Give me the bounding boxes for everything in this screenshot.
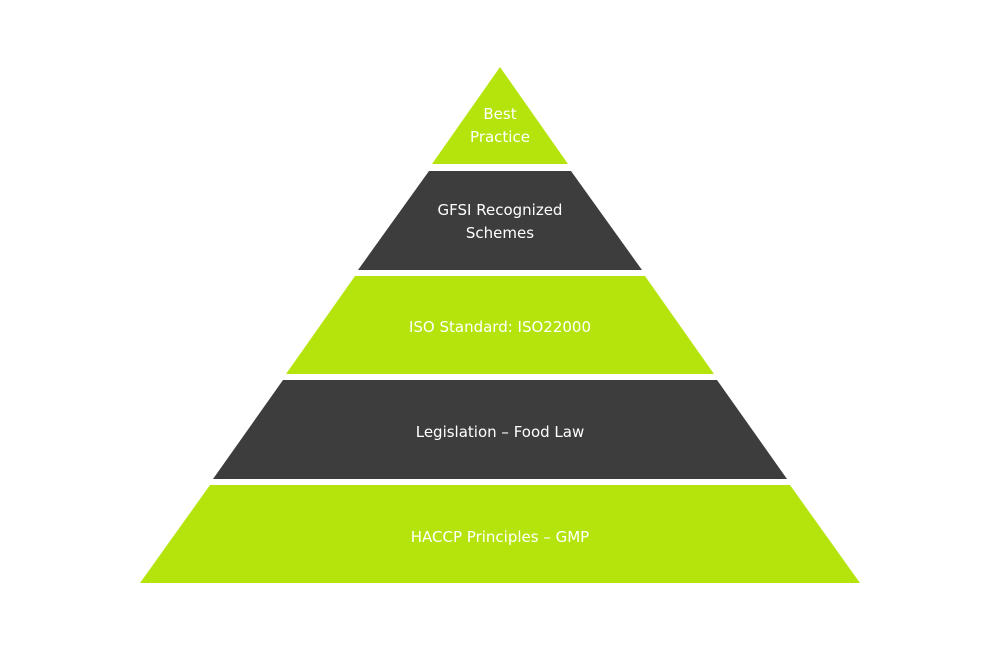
- tier-iso-standard: [286, 276, 714, 374]
- tier-gfsi-schemes: [358, 171, 642, 270]
- tier-haccp: [140, 485, 860, 583]
- tier-best-practice: [432, 67, 568, 164]
- tier-legislation: [213, 380, 787, 479]
